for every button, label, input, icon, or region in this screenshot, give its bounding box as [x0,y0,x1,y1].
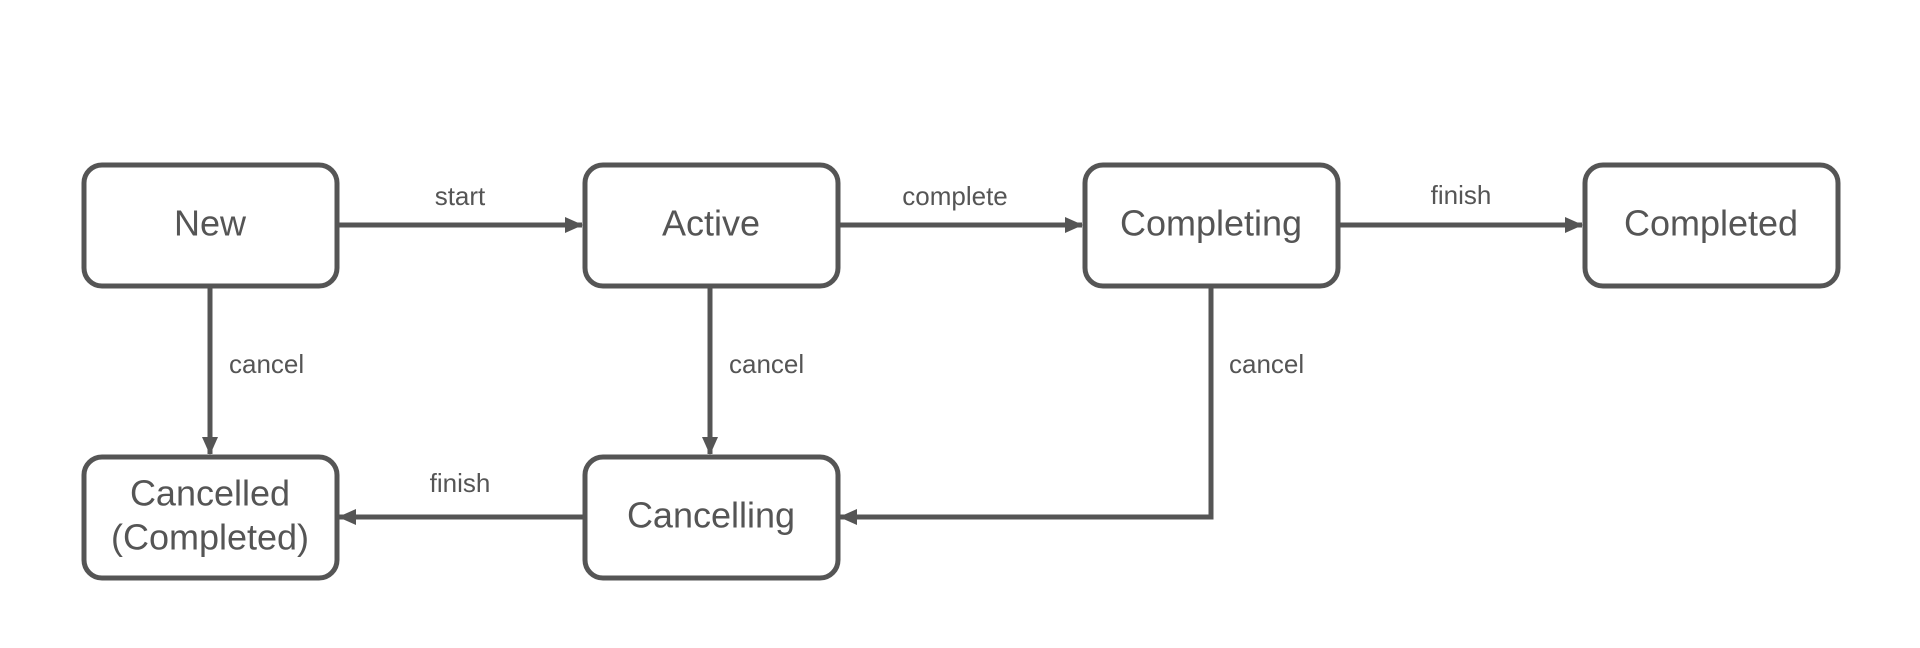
edge-cancel-completing: cancel [839,288,1304,525]
edge-label-cancel-completing: cancel [1229,349,1304,379]
edge-start: start [339,181,583,233]
state-cancelling: Cancelling [582,454,841,581]
edge-cancel-new: cancel [202,288,304,455]
state-label-completing: Completing [1120,203,1302,244]
state-cancelled: Cancelled (Completed) [81,454,340,581]
state-label-active: Active [662,203,760,244]
edge-finish-completed: finish [1340,180,1583,233]
state-label-new: New [174,203,247,244]
edge-label-cancel-new: cancel [229,349,304,379]
edge-label-cancel-active: cancel [729,349,804,379]
state-active: Active [582,162,841,289]
state-new: New [81,162,340,289]
edge-label-complete: complete [902,181,1008,211]
edge-finish-cancelled: finish [338,468,583,525]
edge-label-finish-cancelled: finish [430,468,491,498]
state-completing: Completing [1082,162,1341,289]
state-label-cancelling: Cancelling [627,495,795,536]
edge-label-start: start [435,181,486,211]
state-label-cancelled-line1: Cancelled [130,473,290,514]
edge-complete: complete [840,181,1083,233]
state-completed: Completed [1582,162,1841,289]
edge-label-finish-completed: finish [1431,180,1492,210]
edge-cancel-active: cancel [702,288,804,455]
state-label-completed: Completed [1624,203,1798,244]
state-label-cancelled-line2: (Completed) [111,517,309,558]
